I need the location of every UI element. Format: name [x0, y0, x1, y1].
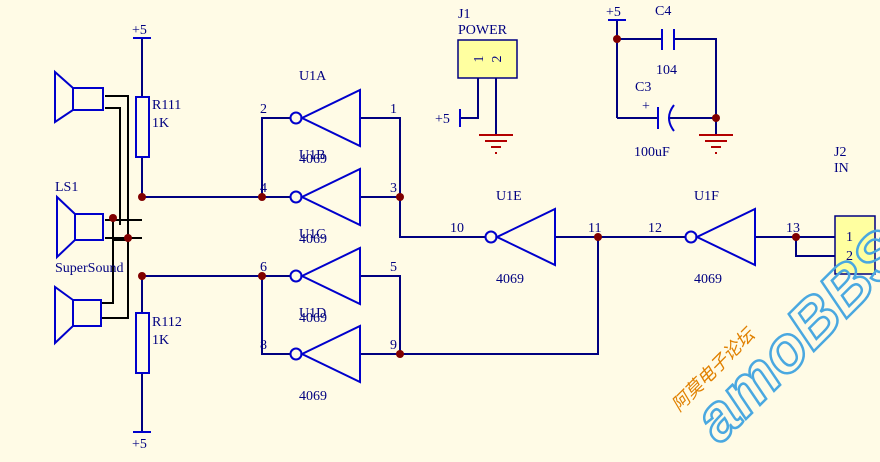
r111-value: 1K — [152, 116, 169, 131]
c3-polarity: + — [642, 99, 650, 114]
junction-spk-a — [109, 214, 117, 222]
inverter-u1e — [484, 207, 556, 267]
inverter-u1b — [289, 167, 361, 227]
wires — [141, 20, 835, 432]
speaker-name: SuperSound — [55, 261, 123, 276]
u1c-out-pin: 5 — [390, 260, 397, 275]
vcc-j1-label: +5 — [435, 112, 450, 127]
junction-pin3 — [396, 193, 404, 201]
u1d-in-pin: 8 — [260, 338, 267, 353]
j1-name: POWER — [458, 23, 508, 38]
wire-j2-pin2 — [795, 237, 835, 257]
j2-pin1: 1 — [846, 230, 853, 245]
r112-ref: R112 — [152, 315, 182, 330]
u1a-in-pin: 2 — [260, 102, 267, 117]
capacitor-c3 — [657, 104, 675, 132]
wire-j1-pin1 — [460, 78, 479, 119]
u1d-ref: U1D — [299, 306, 326, 321]
connector-j2 — [834, 215, 876, 275]
wire-pin6-pin8 — [261, 275, 290, 355]
wire-to-u1e — [399, 197, 485, 238]
watermark-brand: amoBBS — [679, 215, 880, 455]
junction-pin13 — [792, 233, 800, 241]
u1d-part: 4069 — [299, 389, 327, 404]
ground-j1 — [479, 134, 513, 154]
u1e-part: 4069 — [496, 272, 524, 287]
u1a-out-pin: 1 — [390, 102, 397, 117]
c4-ref: C4 — [655, 4, 671, 19]
u1a-part: 4069 — [299, 152, 327, 167]
speaker-bottom — [54, 285, 102, 346]
u1f-in-pin: 12 — [648, 221, 662, 236]
capacitor-c4 — [661, 29, 675, 50]
inverter-u1d — [289, 324, 361, 384]
c4-value: 104 — [656, 63, 677, 78]
junction-pin9 — [396, 350, 404, 358]
u1b-out-pin: 3 — [390, 181, 397, 196]
wire-spk-top-a — [105, 95, 129, 241]
junction-c3 — [712, 114, 720, 122]
junction-pin11 — [594, 233, 602, 241]
u1f-ref: U1F — [694, 189, 719, 204]
resistor-r112 — [135, 312, 150, 374]
junction-node-b — [138, 272, 146, 280]
wire-spk-top-b — [105, 107, 121, 225]
supply-symbols — [133, 19, 626, 433]
junction-pin6 — [258, 272, 266, 280]
junction-node-a — [138, 193, 146, 201]
u1f-out-pin: 13 — [786, 221, 800, 236]
j1-pin2: 2 — [490, 56, 505, 63]
junction-spk-b — [124, 234, 132, 242]
u1d-out-pin: 9 — [390, 338, 397, 353]
vcc-cap-label: +5 — [606, 5, 621, 20]
u1e-out-pin: 11 — [588, 221, 601, 236]
u1c-ref: U1C — [299, 227, 325, 242]
j2-name: IN — [834, 161, 849, 176]
j1-ref: J1 — [458, 7, 470, 22]
speaker-ref: LS1 — [55, 180, 78, 195]
vcc-bottom-label: +5 — [132, 437, 147, 452]
u1a-ref: U1A — [299, 69, 327, 84]
wire-pin5 — [360, 275, 401, 354]
speaker-top — [54, 69, 104, 124]
inverter-u1f — [684, 207, 756, 267]
c3-value: 100uF — [634, 145, 670, 160]
inverter-u1c — [289, 246, 361, 306]
connector-j1 — [457, 39, 518, 79]
vcc-top-label: +5 — [132, 23, 147, 38]
speaker-wires — [100, 95, 142, 319]
j1-pin1: 1 — [472, 56, 487, 63]
r112-value: 1K — [152, 333, 169, 348]
wire-pin2 — [261, 117, 290, 197]
u1b-part: 4069 — [299, 232, 327, 247]
junction-c4 — [613, 35, 621, 43]
c3-ref: C3 — [635, 80, 651, 95]
u1f-part: 4069 — [694, 272, 722, 287]
wire-pin1 — [360, 117, 401, 197]
j2-ref: J2 — [834, 145, 846, 160]
ground-caps — [699, 134, 733, 154]
u1c-part: 4069 — [299, 311, 327, 326]
u1e-in-pin: 10 — [450, 221, 464, 236]
j2-pin2: 2 — [846, 249, 853, 264]
speaker-ls1 — [56, 194, 104, 260]
u1c-in-pin: 6 — [260, 260, 267, 275]
junctions — [109, 35, 800, 358]
r111-ref: R111 — [152, 98, 181, 113]
wire-spk-bot-b — [100, 238, 129, 319]
junction-pin4 — [258, 193, 266, 201]
u1b-ref: U1B — [299, 148, 325, 163]
u1e-ref: U1E — [496, 189, 522, 204]
inverter-u1a — [289, 88, 361, 148]
resistor-r111 — [135, 96, 150, 158]
wire-c4-right — [674, 38, 717, 135]
wire-pin9-to-11 — [400, 237, 599, 355]
watermark: amoBBS 阿莫电子论坛 — [668, 214, 880, 456]
u1b-in-pin: 4 — [260, 181, 267, 196]
wire-spk-bot-a — [100, 218, 114, 304]
